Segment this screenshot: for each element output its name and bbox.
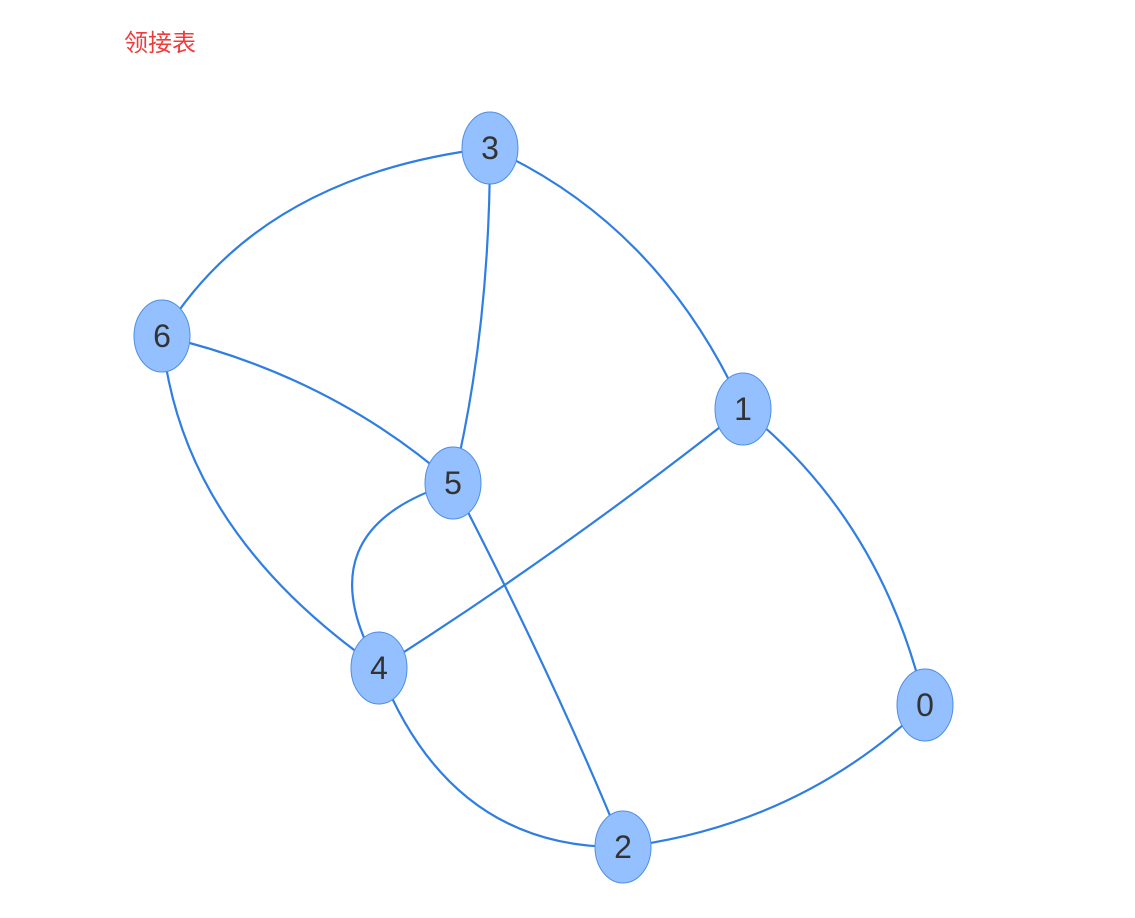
node-0-label: 0 — [916, 687, 934, 723]
edge-1-4 — [377, 407, 745, 670]
edge-4-5 — [351, 481, 455, 670]
node-0-circle — [896, 668, 954, 742]
edge-5-6 — [160, 334, 455, 485]
node-4: 4 — [350, 631, 408, 705]
edge-0-2 — [621, 703, 927, 849]
node-6-label: 6 — [153, 318, 171, 354]
node-4-circle — [350, 631, 408, 705]
edge-1-3 — [488, 146, 745, 411]
node-0: 0 — [896, 668, 954, 742]
node-2-circle — [594, 810, 652, 884]
edge-4-6 — [160, 334, 381, 670]
node-layer: 0 1 2 3 4 5 6 — [133, 111, 954, 884]
edge-0-1 — [741, 407, 927, 707]
page-title: 领接表 — [124, 29, 196, 57]
edge-3-5 — [451, 146, 492, 485]
node-4-label: 4 — [370, 650, 388, 686]
node-1-circle — [714, 372, 772, 446]
edge-2-5 — [451, 481, 625, 849]
node-3-label: 3 — [481, 130, 499, 166]
node-1: 1 — [714, 372, 772, 446]
node-1-label: 1 — [734, 391, 752, 427]
edge-2-4 — [377, 666, 625, 849]
node-2: 2 — [594, 810, 652, 884]
node-3: 3 — [461, 111, 519, 185]
node-6: 6 — [133, 299, 191, 373]
node-5-label: 5 — [444, 465, 462, 501]
edge-layer — [160, 146, 927, 849]
node-5: 5 — [424, 446, 482, 520]
node-6-circle — [133, 299, 191, 373]
edge-3-6 — [160, 146, 492, 338]
node-3-circle — [461, 111, 519, 185]
node-2-label: 2 — [614, 829, 632, 865]
node-5-circle — [424, 446, 482, 520]
